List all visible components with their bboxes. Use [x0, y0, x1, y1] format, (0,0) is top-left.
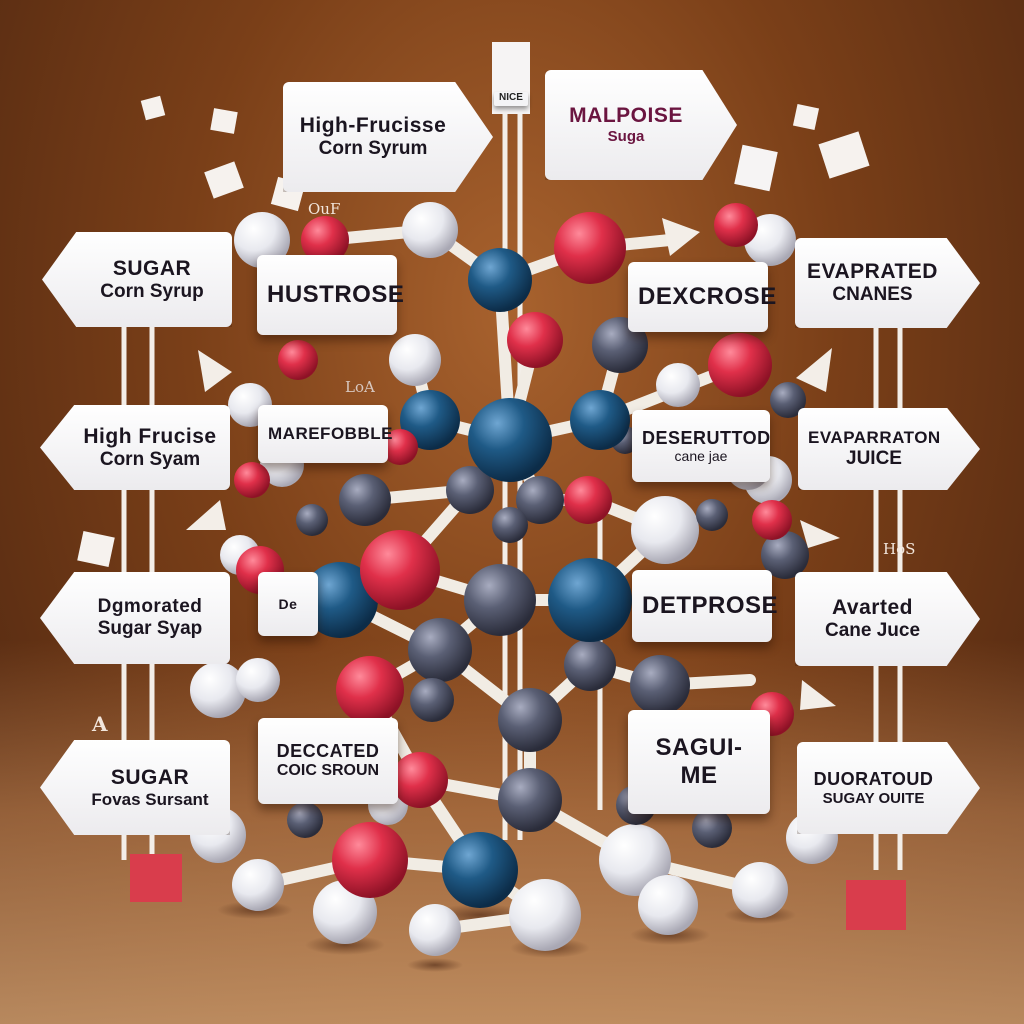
sign-line-1: Dgmorated: [97, 596, 203, 618]
sign-top-left: High-Frucisse Corn Syrum: [283, 82, 493, 192]
sign-row3-right-outer: Avarted Cane Juce: [795, 572, 980, 666]
sign-row1-right-outer: EVAPRATED CNANES: [795, 238, 980, 328]
sign-line-1: High Frucise: [83, 424, 217, 448]
sign-line-1: SUGAR: [112, 256, 192, 280]
sign-line-2: CNANES: [832, 284, 913, 306]
sign-row3-right-inner: DETPROSE: [632, 570, 779, 642]
sign-line-1: Avarted: [832, 596, 913, 619]
sign-line-1: SUGAR: [110, 765, 190, 789]
sign-row1-right-inner: DEXCROSE: [628, 262, 777, 332]
sign-line-1: SAGUI-ME: [655, 734, 743, 789]
sign-row2-right-inner: DESERUTTOD cane jae: [632, 410, 770, 482]
sign-line-2: COIC SROUN: [276, 762, 380, 780]
sign-row4-left-inner: DECCATED COIC SROUN: [258, 718, 398, 804]
sign-line-2: Sugar Syap: [97, 618, 203, 639]
sign-line-2: Corn Syrup: [100, 280, 204, 302]
loa-label: LoA: [345, 378, 375, 396]
sign-row2-left-outer: High Frucise Corn Syam: [40, 405, 230, 490]
sign-top-right: MALPOISE Suga: [545, 70, 737, 180]
sign-row2-right-outer: EVAPARRATON JUICE: [798, 408, 980, 490]
sign-line-2: cane jae: [674, 448, 728, 465]
sign-line-1: High-Frucisse: [299, 114, 447, 137]
sign-row4-right-outer: DUORATOUD SUGAY OUITE: [797, 742, 980, 834]
sign-line-2: Fovas Sursant: [91, 789, 209, 809]
sign-line-1: EVAPRATED: [807, 260, 938, 283]
sign-line-1: DEXCROSE: [638, 283, 777, 311]
sign-line-2: SUGAY OUITE: [822, 789, 925, 807]
sign-row4-left-outer: SUGAR Fovas Sursant: [40, 740, 230, 835]
sign-row1-left-inner: HUSTROSE: [257, 255, 405, 335]
sign-line-2: Cane Juce: [824, 620, 921, 642]
sign-row3-left-outer: Dgmorated Sugar Syap: [40, 572, 230, 664]
sign-line-1: DESERUTTOD: [642, 427, 771, 448]
a-mark-label: A: [92, 712, 108, 736]
sign-line-2: JUICE: [846, 447, 902, 469]
blue-atoms: [302, 248, 632, 908]
sign-line-1: DUORATOUD: [813, 769, 934, 790]
sign-line-2: Suga: [607, 128, 645, 146]
sign-line-1: DETPROSE: [642, 592, 779, 620]
sign-line-2: Corn Syrum: [318, 138, 428, 160]
sign-line-1: De: [278, 595, 298, 612]
top-flag-label: NICE: [494, 92, 528, 106]
sign-line-2: Corn Syam: [99, 448, 201, 470]
sugar-cubes: [77, 95, 906, 930]
sign-row4-right-inner: SAGUI-ME: [628, 710, 770, 814]
sign-line-1: EVAPARRATON: [808, 428, 941, 448]
sign-row1-left-outer: SUGAR Corn Syrup: [42, 232, 232, 327]
ouf-label: OuF: [308, 200, 341, 218]
sign-row2-left-inner: MAREFOBBLE: [258, 405, 393, 463]
floor-shadows: [217, 901, 796, 972]
sign-line-1: MALPOISE: [569, 104, 683, 128]
sign-line-1: DECCATED: [276, 741, 380, 762]
sign-line-1: HUSTROSE: [267, 281, 405, 309]
sign-row3-left-inner: De: [258, 572, 318, 636]
arrows: [186, 218, 840, 710]
hos-label: HoS: [883, 540, 916, 558]
red-atoms: [234, 203, 794, 898]
sign-line-1: MAREFOBBLE: [268, 424, 393, 444]
